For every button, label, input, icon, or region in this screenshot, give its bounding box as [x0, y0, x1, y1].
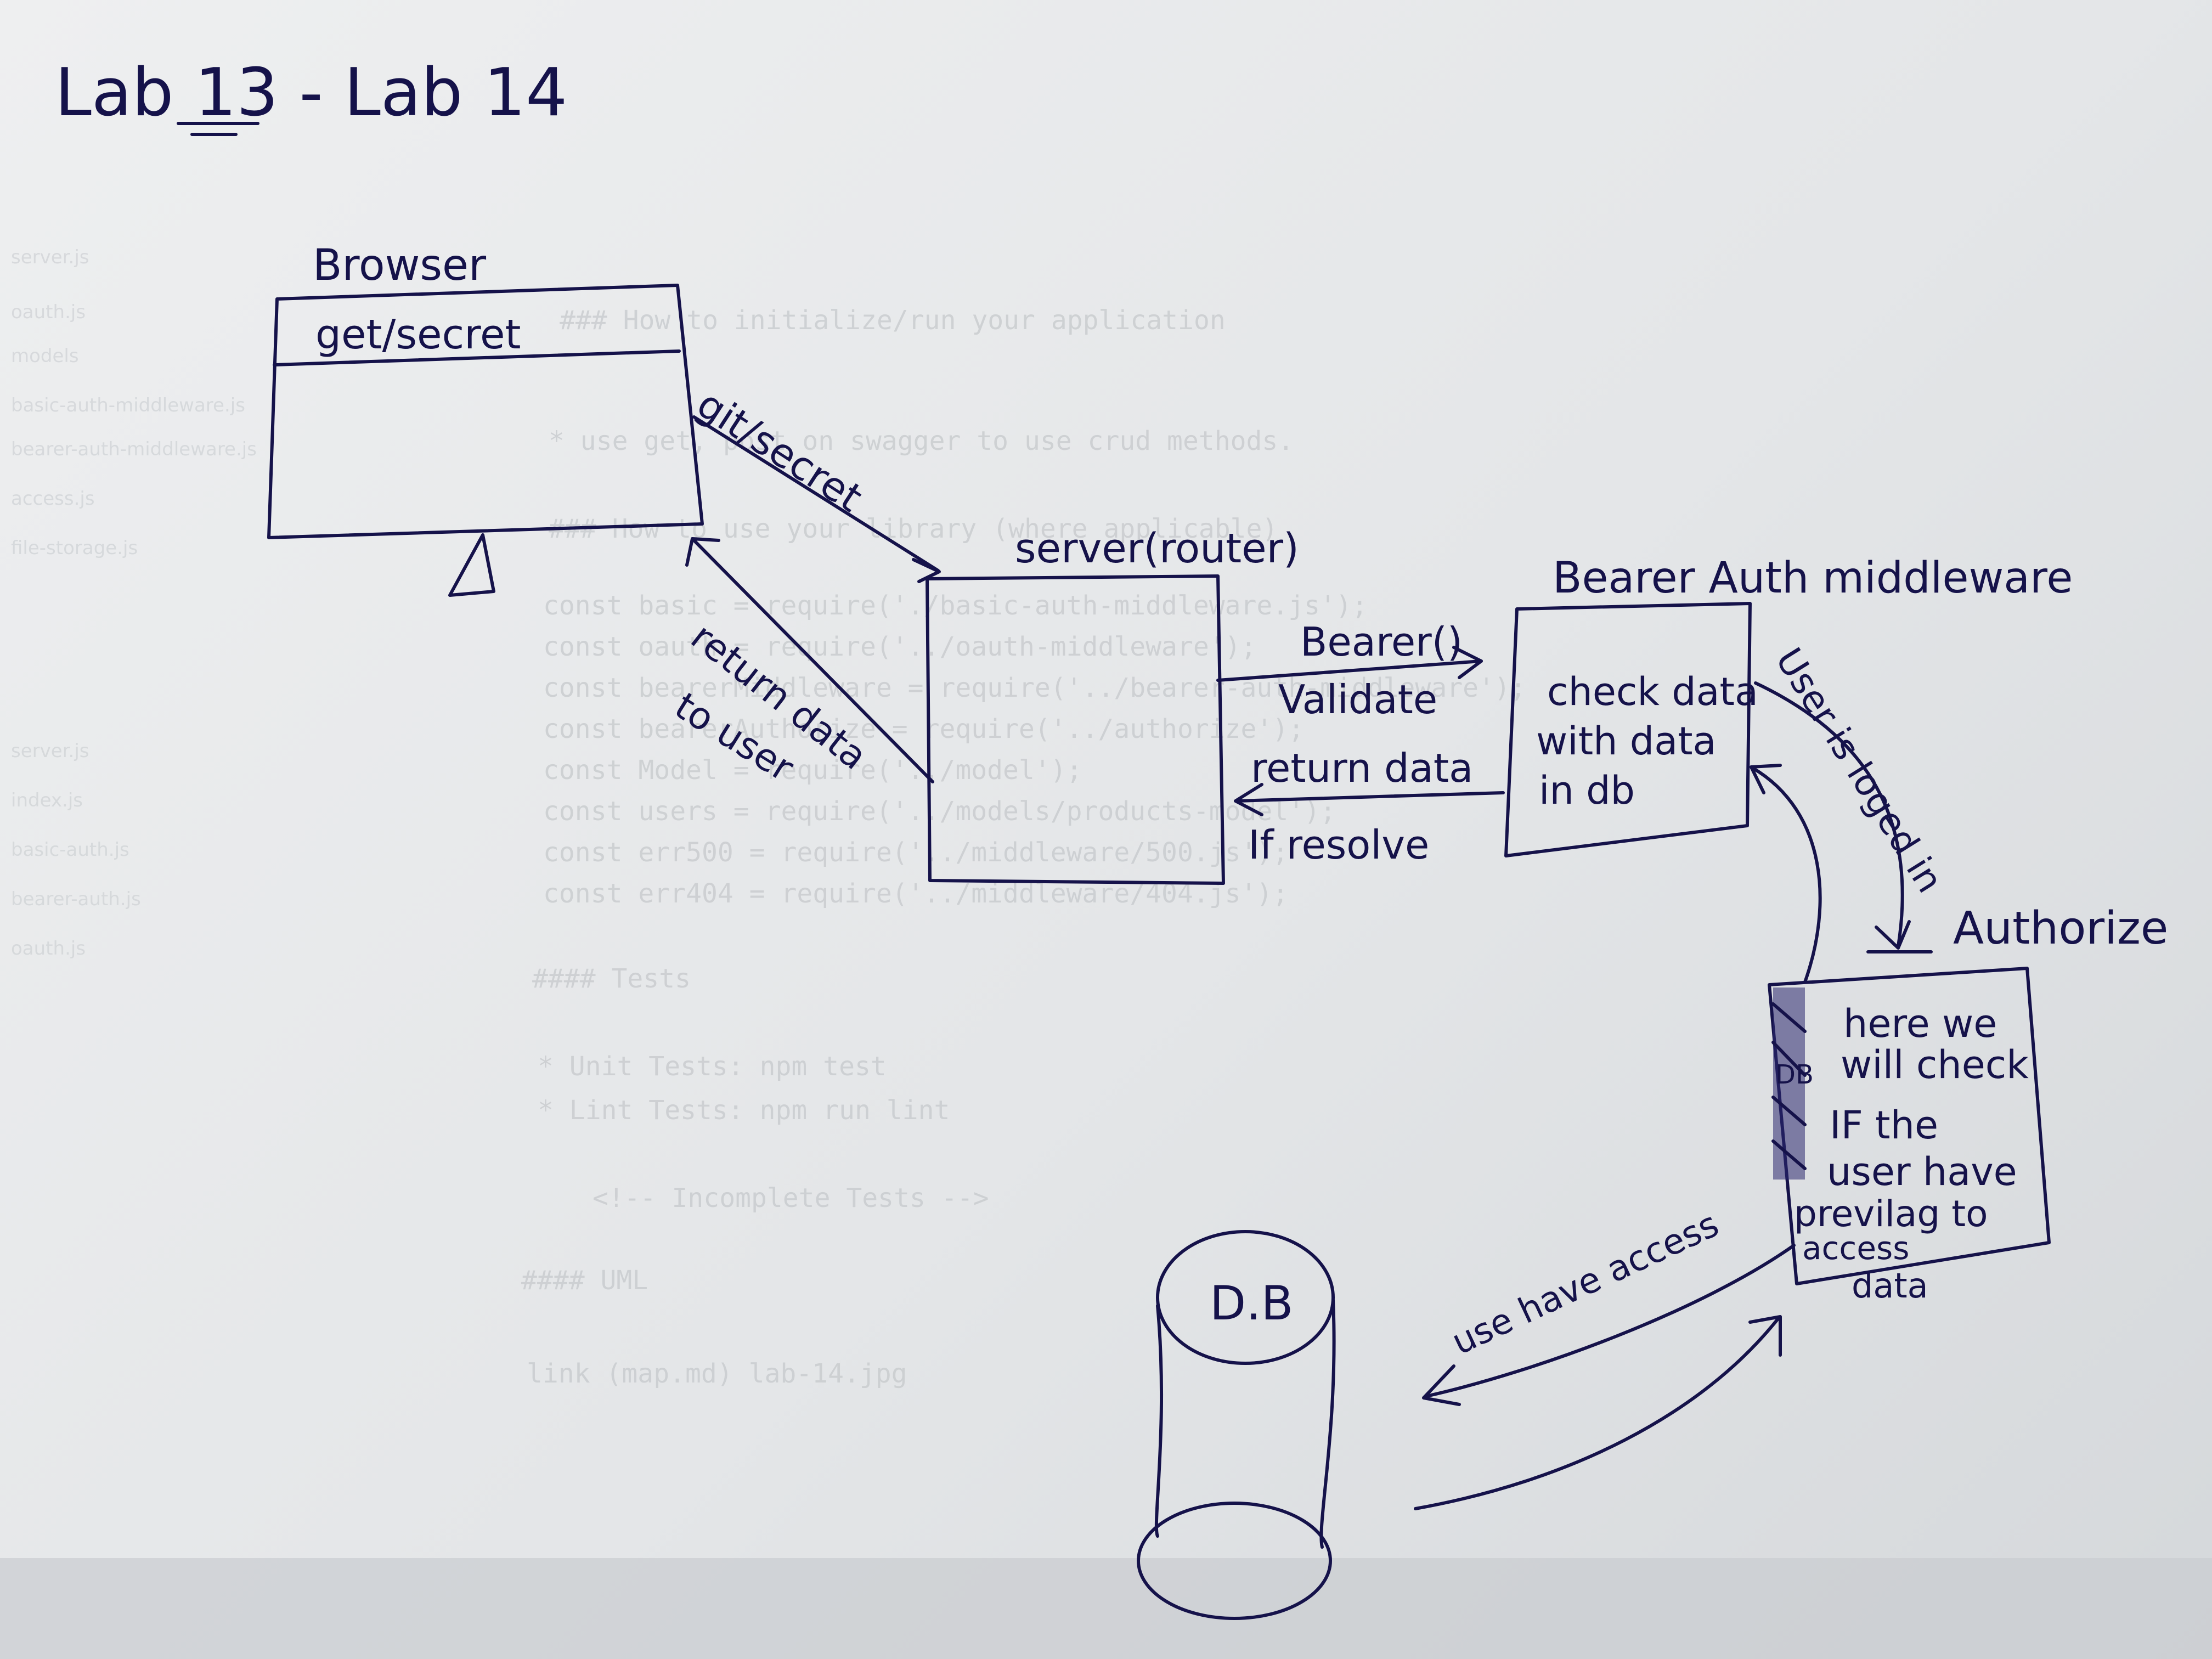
- svg-text:* use get, post on swagger to: * use get, post on swagger to use crud m…: [549, 426, 1294, 456]
- arrow-label-use-have-access: use have access: [1446, 1204, 1725, 1363]
- svg-text:bearer-auth-middleware.js: bearer-auth-middleware.js: [11, 438, 257, 460]
- authorize-box: [1768, 967, 2051, 1285]
- svg-text:const bearerMiddleware = requi: const bearerMiddleware = require('../bea…: [543, 673, 1526, 703]
- svg-text:* Unit Tests: npm test: * Unit Tests: npm test: [538, 1051, 887, 1082]
- server-label: server(router): [1015, 525, 1299, 572]
- middleware-box: [1504, 602, 1752, 857]
- db-bottom: [1137, 1502, 1332, 1620]
- svg-text:const oauth = require('../oaut: const oauth = require('../oauth-middlewa…: [543, 631, 1256, 662]
- svg-text:const users = require('../mode: const users = require('../models/product…: [543, 796, 1336, 827]
- db-right-side: [1319, 1299, 1336, 1549]
- svg-text:index.js: index.js: [11, 789, 83, 811]
- svg-text:bearer-auth.js: bearer-auth.js: [11, 888, 141, 910]
- middleware-body-line-2: with data: [1536, 719, 1716, 764]
- svg-text:const bearerAuthorize = requir: const bearerAuthorize = require('../auth…: [543, 714, 1304, 744]
- arrow-middleware-to-server: [1235, 791, 1505, 803]
- svg-text:server.js: server.js: [11, 246, 89, 268]
- browser-address-divider: [273, 349, 681, 366]
- arrow-browser-to-server: [692, 415, 940, 572]
- background-ghost-text: ### How to initialize/run your applicati…: [11, 246, 1526, 1389]
- arrow-server-to-browser-head: [685, 537, 720, 567]
- arrow-label-bearer: Bearer(): [1300, 619, 1463, 665]
- authorize-strip-label: DB: [1775, 1059, 1814, 1090]
- authorize-body-line-3: IF the: [1830, 1103, 1938, 1148]
- svg-text:const basic = require('./basic: const basic = require('./basic-auth-midd…: [543, 590, 1368, 621]
- cylinder-icon: [1137, 1230, 1336, 1620]
- db-left-side: [1154, 1304, 1163, 1538]
- svg-text:* Lint Tests: npm run lint: * Lint Tests: npm run lint: [538, 1095, 950, 1126]
- middleware-label: Bearer Auth middleware: [1553, 554, 2073, 603]
- authorize-body-line-2: will check: [1841, 1042, 2029, 1087]
- svg-text:file-storage.js: file-storage.js: [11, 537, 138, 559]
- arrow-authorize-to-db: [1425, 1244, 1796, 1398]
- arrow-server-to-middleware: [1216, 659, 1483, 682]
- authorize-body-line-7: data: [1852, 1266, 1928, 1306]
- authorize-body-line-5: previlag to: [1794, 1193, 1988, 1235]
- authorize-label: Authorize: [1953, 902, 2168, 955]
- authorize-body-line-4: user have: [1827, 1149, 2017, 1194]
- svg-text:access.js: access.js: [11, 488, 95, 510]
- arrow-middleware-to-authorize: [1754, 681, 1904, 948]
- monitor-stand-icon: [448, 533, 495, 597]
- db-top: [1156, 1230, 1335, 1365]
- browser-address-text: get/secret: [315, 311, 521, 358]
- authorize-hatch-marks: [1771, 1002, 1807, 1170]
- arrow-label-user-logged-in: User is loged in: [1767, 641, 1951, 900]
- svg-text:<!-- Incomplete Tests -->: <!-- Incomplete Tests -->: [592, 1183, 989, 1214]
- svg-text:### How to use your library (w: ### How to use your library (where appli…: [549, 514, 1278, 544]
- arrow-server-to-middleware-head: [1452, 646, 1483, 679]
- arrow-server-to-browser: [692, 539, 934, 783]
- middleware-body-line-3: in db: [1539, 768, 1635, 813]
- arrow-db-to-authorize-head: [1748, 1315, 1782, 1357]
- browser-window: [267, 284, 704, 539]
- arrow-middleware-to-server-head: [1234, 783, 1263, 816]
- svg-text:server.js: server.js: [11, 740, 89, 762]
- arrow-authorize-to-db-head: [1422, 1364, 1461, 1406]
- arrow-browser-to-server-head: [912, 558, 941, 583]
- arrow-middleware-to-authorize-head: [1875, 920, 1911, 950]
- middleware-body-line-1: check data: [1547, 669, 1758, 714]
- svg-text:#### Tests: #### Tests: [532, 963, 691, 994]
- svg-text:link (map.md) lab-14.jpg: link (map.md) lab-14.jpg: [527, 1358, 907, 1389]
- authorize-body-line-6: access: [1802, 1229, 1909, 1267]
- arrow-label-if-resolve: If resolve: [1248, 822, 1429, 868]
- page-title: Lab 13 - Lab 14: [55, 55, 567, 131]
- background-taskbar: [0, 1558, 2212, 1659]
- svg-text:basic-auth-middleware.js: basic-auth-middleware.js: [11, 394, 245, 416]
- svg-text:oauth.js: oauth.js: [11, 938, 86, 960]
- svg-text:const Model = require('../mode: const Model = require('../model');: [543, 755, 1082, 786]
- arrow-label-validate: Validate: [1278, 676, 1437, 723]
- arrow-authorize-to-middleware: [1751, 766, 1822, 984]
- svg-text:oauth.js: oauth.js: [11, 301, 86, 323]
- arrow-db-to-authorize: [1414, 1318, 1779, 1510]
- arrow-label-return-data-2: return data: [1251, 745, 1473, 791]
- authorize-body-line-1: here we: [1843, 1001, 1997, 1046]
- svg-text:#### UML: #### UML: [521, 1265, 648, 1296]
- browser-label: Browser: [313, 241, 487, 290]
- arrow-authorize-to-middleware-head: [1750, 764, 1782, 794]
- svg-text:models: models: [11, 345, 79, 367]
- svg-text:### How to initialize/run your: ### How to initialize/run your applicati…: [560, 305, 1226, 336]
- svg-text:basic-auth.js: basic-auth.js: [11, 839, 129, 861]
- svg-text:const err500 = require('../mid: const err500 = require('../middleware/50…: [543, 837, 1288, 868]
- database-label: D.B: [1210, 1276, 1294, 1331]
